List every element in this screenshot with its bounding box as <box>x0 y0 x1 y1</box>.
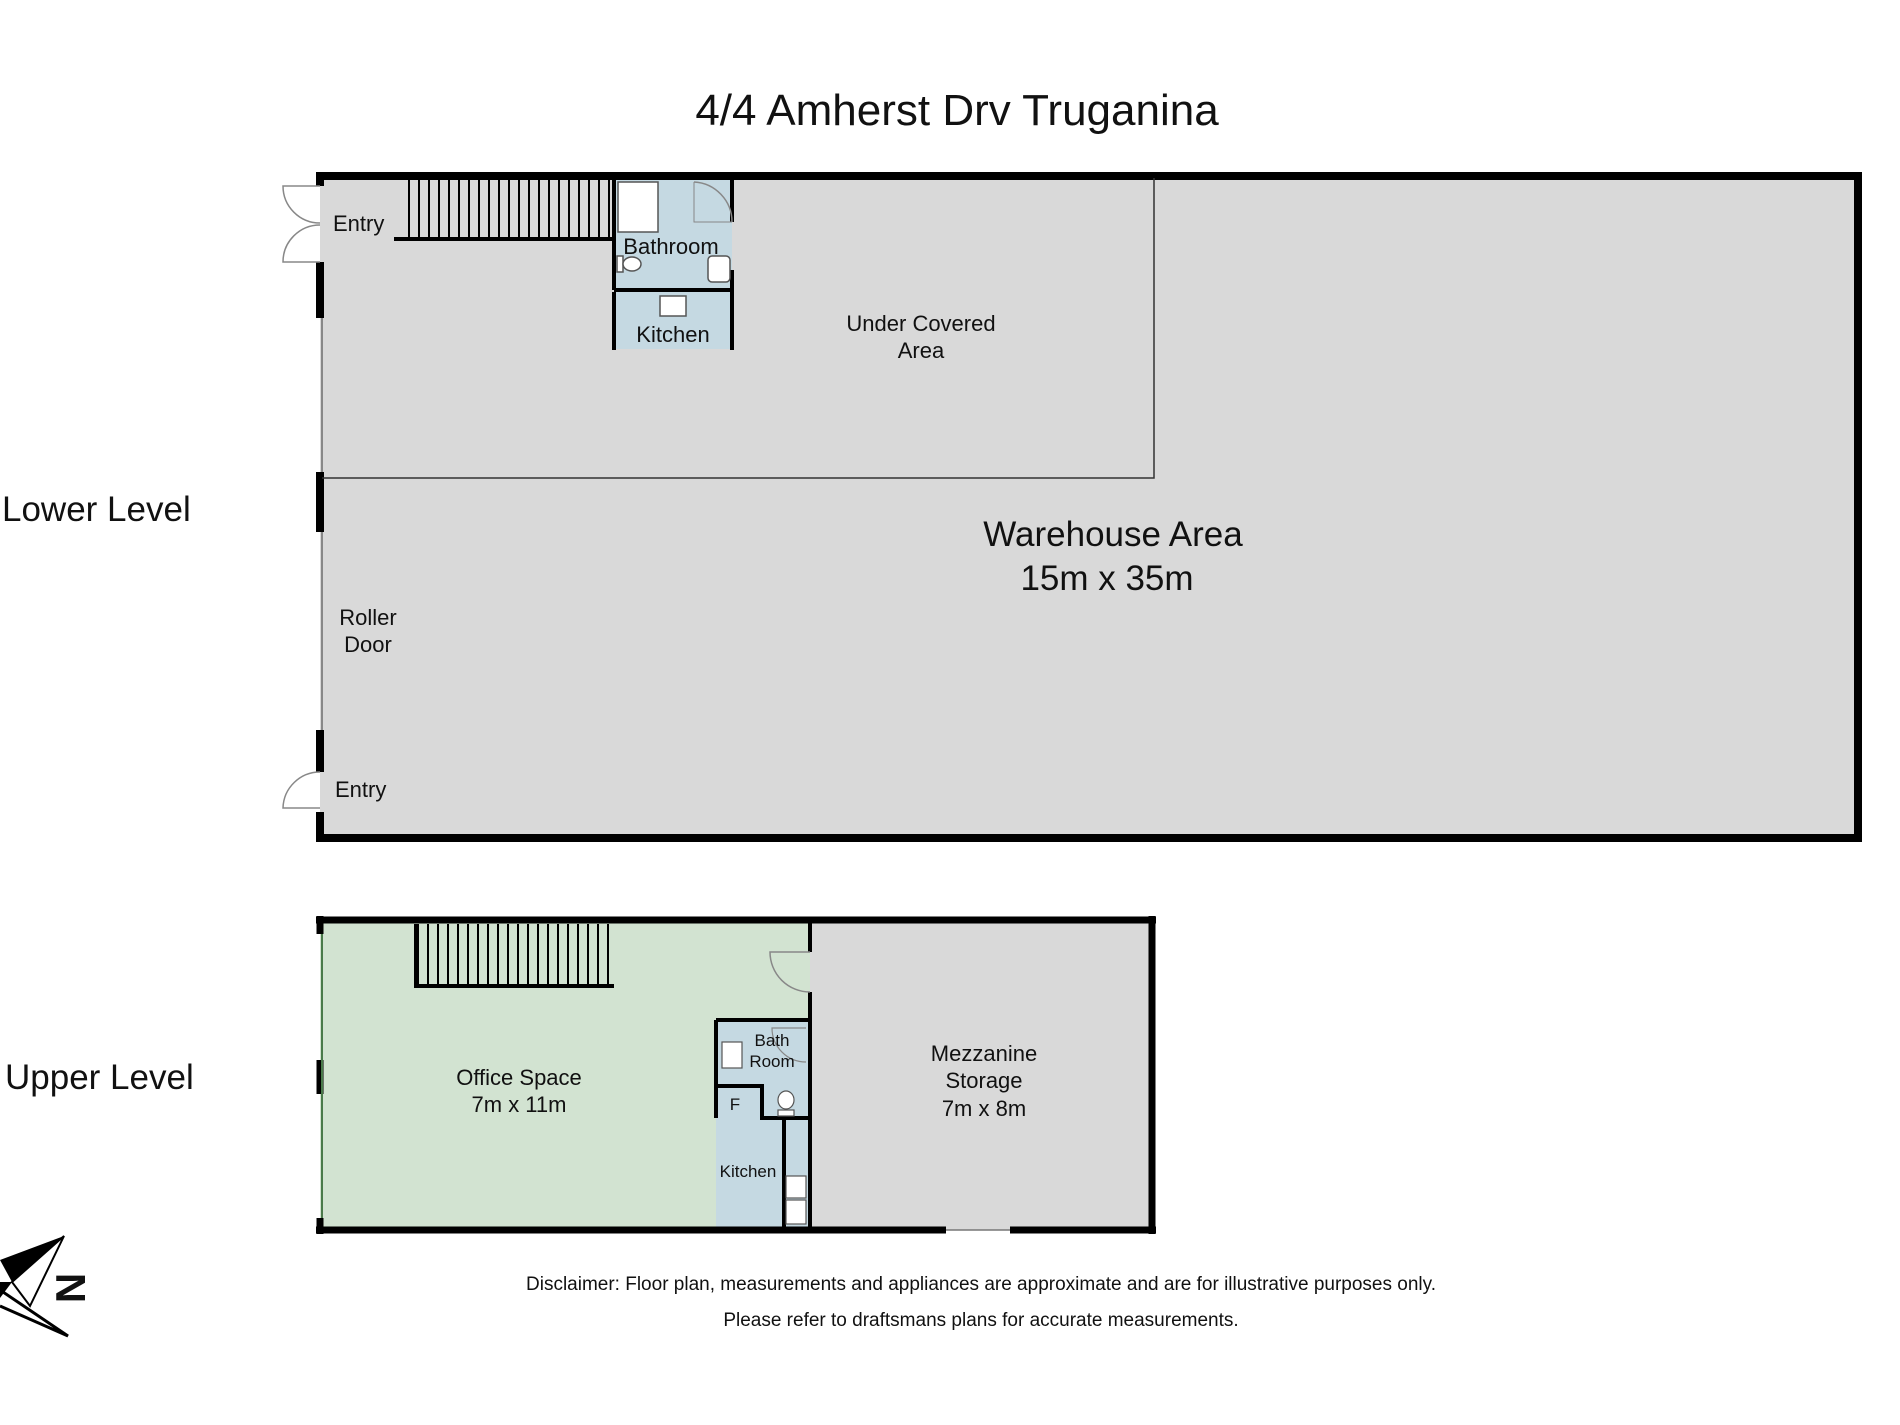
wet-area-walls <box>612 176 734 350</box>
vanity-icon <box>707 255 731 283</box>
bath-room-label-1: Bath <box>755 1031 790 1050</box>
fridge-label: F <box>730 1095 740 1114</box>
bath-room-label-2: Room <box>749 1052 794 1071</box>
upper-kitchen-appliances <box>785 1175 807 1225</box>
entry-door-top <box>282 185 321 263</box>
lower-level-label: Lower Level <box>2 490 191 529</box>
sink-icon <box>659 295 687 317</box>
entry-bottom-label: Entry <box>335 777 386 802</box>
upper-shower-icon <box>721 1041 743 1069</box>
entry-top-label: Entry <box>333 211 384 236</box>
mezzanine-floor <box>810 922 1152 1230</box>
upper-toilet-icon <box>777 1090 795 1117</box>
mezzanine-label-3: 7m x 8m <box>942 1096 1026 1121</box>
compass-north-label: N <box>47 1273 94 1303</box>
covered-area-boundary <box>322 178 1155 479</box>
office-label-1: Office Space <box>456 1065 582 1090</box>
upper-door <box>769 951 811 993</box>
entry-door-bottom <box>282 771 321 809</box>
warehouse-label-2: 15m x 35m <box>1020 559 1193 598</box>
office-label-2: 7m x 11m <box>472 1092 567 1117</box>
upper-level-label: Upper Level <box>5 1058 194 1097</box>
warehouse-label-1: Warehouse Area <box>983 515 1243 554</box>
upper-stair-wall <box>414 924 614 988</box>
disclaimer-line-2: Please refer to draftsmans plans for acc… <box>723 1310 1238 1331</box>
mezzanine-label-1: Mezzanine <box>931 1041 1037 1066</box>
plan-title: 4/4 Amherst Drv Truganina <box>695 86 1219 135</box>
upper-kitchen-label: Kitchen <box>720 1162 777 1181</box>
bathroom-label: Bathroom <box>623 234 718 259</box>
kitchen-label: Kitchen <box>636 322 709 347</box>
upper-level-plan <box>316 916 1156 1234</box>
compass-arrow-icon <box>0 1235 69 1338</box>
covered-area-label-1: Under Covered <box>846 311 995 336</box>
covered-area-label-2: Area <box>898 338 945 363</box>
warehouse-floor <box>320 176 1856 840</box>
roller-door-label-1: Roller <box>339 605 396 630</box>
bathroom-door-leaf <box>693 182 732 223</box>
shower-icon <box>617 181 659 233</box>
roller-door-label-2: Door <box>344 632 392 657</box>
lower-level-plan <box>282 172 1862 842</box>
disclaimer-line-1: Disclaimer: Floor plan, measurements and… <box>526 1274 1436 1295</box>
mezzanine-label-2: Storage <box>945 1068 1022 1093</box>
upper-stairs <box>417 924 609 984</box>
upper-wet-walls <box>714 1018 808 1230</box>
bath-room-door <box>771 1027 807 1063</box>
lower-stairs <box>408 178 610 238</box>
bathroom-door <box>693 181 733 223</box>
toilet-icon <box>616 255 642 273</box>
